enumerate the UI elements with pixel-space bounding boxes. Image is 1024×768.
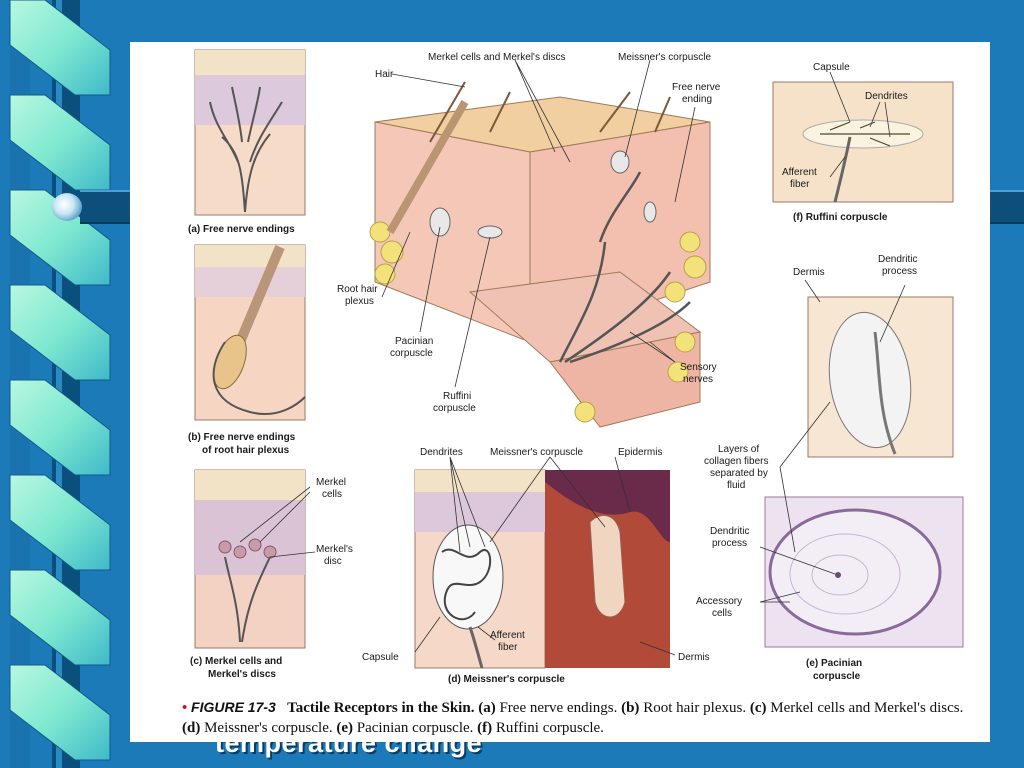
- caption-a-text: Free nerve endings.: [499, 700, 618, 716]
- label-layers-line3: separated by: [710, 468, 768, 479]
- decorative-bar-right: [990, 190, 1024, 224]
- label-dendrites-f: Dendrites: [865, 91, 908, 102]
- panel-e-label-line1: (e) Pacinian: [806, 658, 862, 669]
- panel-f-label: (f) Ruffini corpuscle: [793, 212, 888, 223]
- block-leader-lines: [381, 59, 696, 388]
- label-afferent-f-line1: Afferent: [782, 167, 817, 178]
- caption-title: Tactile Receptors in the Skin.: [287, 700, 475, 716]
- caption-a-key: (a): [478, 700, 496, 716]
- figure-caption: • FIGURE 17-3 Tactile Receptors in the S…: [182, 697, 972, 738]
- panel-b-label-line2: of root hair plexus: [202, 445, 290, 456]
- label-pacinian-line2: corpuscle: [390, 348, 433, 359]
- label-merkel-cells-line1: Merkel: [316, 477, 346, 488]
- caption-b-text: Root hair plexus.: [643, 700, 747, 716]
- panel-b-label-line1: (b) Free nerve endings: [188, 432, 296, 443]
- label-sensory-line1: Sensory: [680, 362, 717, 373]
- label-capsule-f: Capsule: [813, 62, 850, 73]
- label-layers-line4: fluid: [727, 480, 745, 491]
- caption-c-key: (c): [749, 700, 767, 716]
- label-dendrites-d: Dendrites: [420, 447, 463, 458]
- label-accessory-line1: Accessory: [696, 596, 742, 607]
- label-dendritic-process-line1: Dendritic: [878, 254, 917, 265]
- caption-c-text: Merkel cells and Merkel's discs.: [770, 700, 964, 716]
- caption-f-key: (f): [477, 720, 493, 736]
- label-afferent-d-line2: fiber: [498, 642, 518, 653]
- skin-block-illustration: [369, 81, 711, 428]
- panel-b-illustration: [194, 244, 306, 421]
- panel-f-illustration: [772, 71, 954, 203]
- panel-c-illustration: [194, 469, 316, 649]
- figure-image: (a) Free nerve endings (b) Free nerve en…: [130, 42, 990, 742]
- label-layers-line2: collagen fibers: [704, 456, 768, 467]
- caption-bullet: •: [182, 700, 188, 716]
- panel-a-label: (a) Free nerve endings: [188, 224, 295, 235]
- label-layers-line1: Layers of: [718, 444, 759, 455]
- label-merkel-cells-line2: cells: [322, 489, 342, 500]
- panel-e-illustration: [759, 279, 964, 648]
- label-dermis-d: Dermis: [678, 652, 710, 663]
- panel-c-label-line2: Merkel's discs: [208, 669, 276, 680]
- label-merkels-disc-line1: Merkel's: [316, 544, 353, 555]
- caption-d-text: Meissner's corpuscle.: [204, 720, 333, 736]
- caption-e-text: Pacinian corpuscle.: [356, 720, 474, 736]
- label-merkels-disc-line2: disc: [324, 556, 342, 567]
- label-dendritic-e2-line2: process: [712, 538, 747, 549]
- label-free-nerve-line2: ending: [682, 94, 712, 105]
- label-afferent-f-line2: fiber: [790, 179, 810, 190]
- label-merkel-cells-and-discs: Merkel cells and Merkel's discs: [428, 52, 566, 63]
- caption-d-key: (d): [182, 720, 201, 736]
- caption-f-text: Ruffini corpuscle.: [495, 720, 604, 736]
- label-dermis-e: Dermis: [793, 267, 825, 278]
- label-meissners-corpuscle: Meissner's corpuscle: [618, 52, 711, 63]
- caption-figure-number: FIGURE 17-3: [191, 699, 276, 715]
- label-free-nerve-line1: Free nerve: [672, 82, 721, 93]
- panel-d-illustration: [414, 456, 676, 669]
- label-epidermis-d: Epidermis: [618, 447, 662, 458]
- label-root-hair-line1: Root hair: [337, 284, 378, 295]
- label-root-hair-line2: plexus: [345, 296, 374, 307]
- panel-d-label: (d) Meissner's corpuscle: [448, 674, 565, 685]
- label-meissners-d: Meissner's corpuscle: [490, 447, 583, 458]
- decorative-bar-left: [80, 190, 130, 224]
- label-dendritic-process-line2: process: [882, 266, 917, 277]
- label-ruffini-line1: Ruffini: [443, 391, 471, 402]
- tactile-receptors-diagram: (a) Free nerve endings (b) Free nerve en…: [188, 49, 964, 685]
- label-sensory-line2: nerves: [683, 374, 713, 385]
- label-dendritic-e2-line1: Dendritic: [710, 526, 749, 537]
- decorative-orb: [52, 193, 82, 221]
- label-hair: Hair: [375, 69, 394, 80]
- caption-b-key: (b): [621, 700, 640, 716]
- panel-c-label-line1: (c) Merkel cells and: [190, 656, 282, 667]
- panel-a-illustration: [194, 49, 306, 216]
- label-capsule-d: Capsule: [362, 652, 399, 663]
- label-ruffini-line2: corpuscle: [433, 403, 476, 414]
- panel-e-label-line2: corpuscle: [813, 671, 861, 682]
- decorative-ribbon: [9, 0, 111, 768]
- label-accessory-line2: cells: [712, 608, 732, 619]
- label-pacinian-line1: Pacinian: [395, 336, 433, 347]
- caption-e-key: (e): [336, 720, 354, 736]
- label-afferent-d-line1: Afferent: [490, 630, 525, 641]
